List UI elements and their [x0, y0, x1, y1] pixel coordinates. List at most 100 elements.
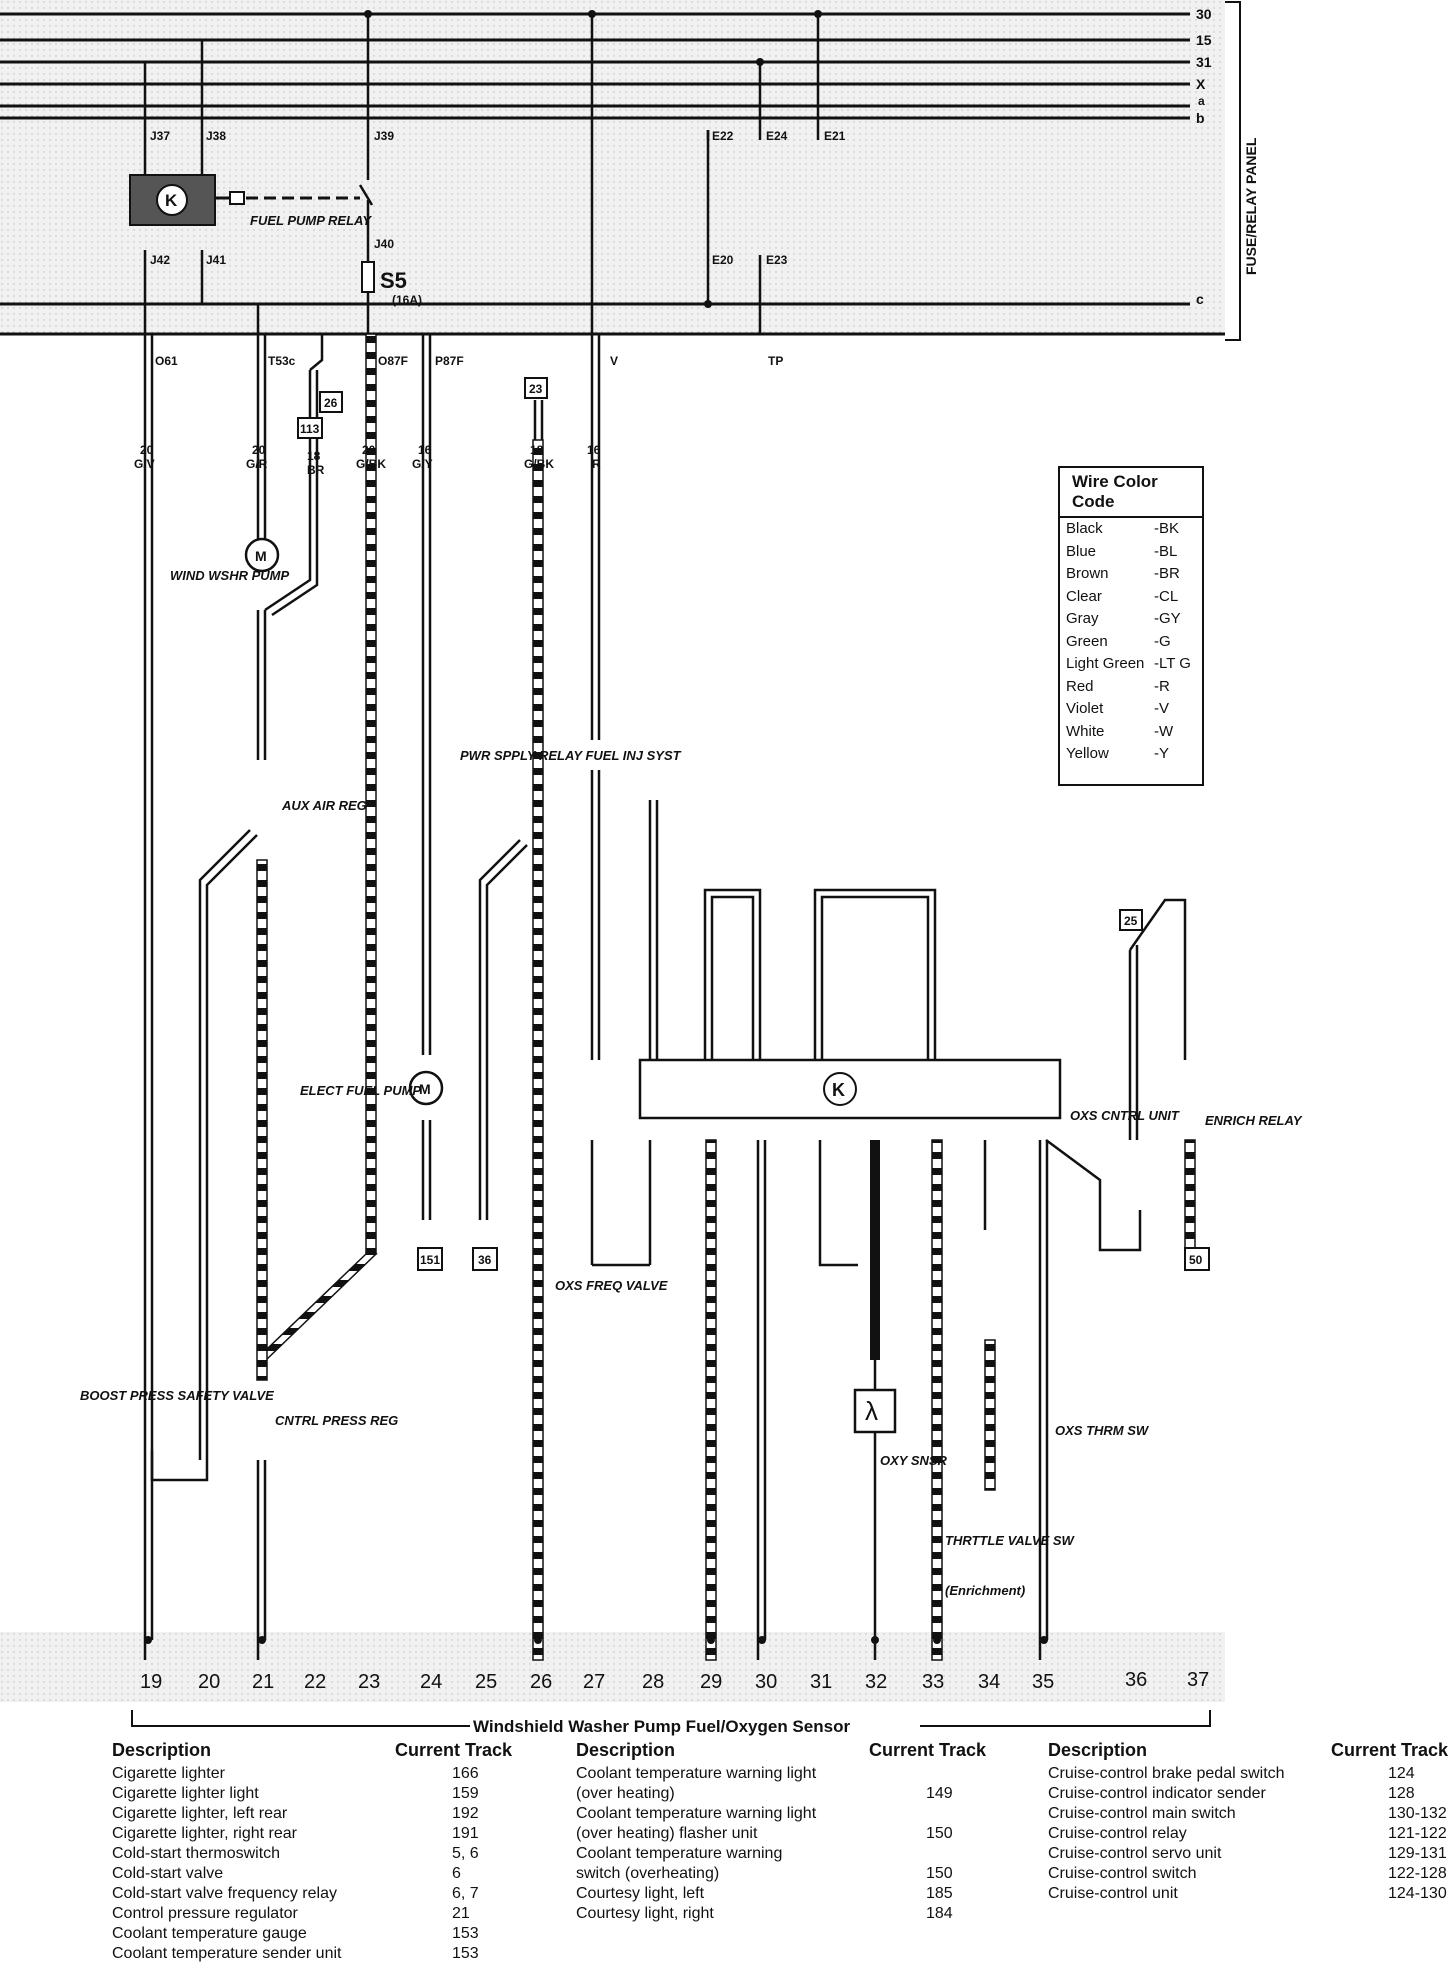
wire-g-bk-21 [256, 859, 268, 1381]
ref-36: 36 [478, 1253, 492, 1267]
wire-enrich-86 [1184, 1139, 1196, 1251]
label-j38: J38 [206, 129, 226, 143]
wind-wshr-pump-label: WIND WSHR PUMP [170, 568, 289, 583]
svg-text:R: R [592, 457, 601, 471]
label-j39: J39 [374, 129, 394, 143]
connector-p87f: P87F [435, 354, 464, 368]
panel-bracket [1225, 1, 1241, 341]
svg-text:33: 33 [922, 1671, 944, 1693]
legend-row: Yellow-Y [1066, 745, 1169, 762]
svg-text:G/Y: G/Y [412, 457, 433, 471]
svg-text:30: 30 [755, 1671, 777, 1693]
fuse-relay-panel [0, 0, 1225, 334]
bus-label-a: a [1198, 94, 1205, 108]
desc-header: Description [576, 1740, 676, 1760]
track-numbers: 19 20 21 22 23 24 25 26 27 28 29 30 31 3… [140, 1669, 1209, 1693]
legend-row: Black-BK [1066, 520, 1180, 537]
legend-row: Light Green-LT G [1066, 655, 1191, 672]
enrich-relay-label: ENRICH RELAY [1205, 1113, 1303, 1128]
boost-press-label: BOOST PRESS SAFETY VALVE [80, 1388, 274, 1403]
svg-text:29: 29 [700, 1671, 722, 1693]
label-e24: E24 [766, 129, 788, 143]
desc-row: Coolant temperature warning light [576, 1805, 817, 1822]
label-j40: J40 [374, 237, 394, 251]
label-j37: J37 [150, 129, 170, 143]
ref-25: 25 [1124, 914, 1138, 928]
connector-tp: TP [768, 354, 783, 368]
svg-text:19: 19 [140, 1671, 162, 1693]
svg-text:37: 37 [1187, 1669, 1209, 1691]
oxy-snsr-label: OXY SNSR [880, 1453, 948, 1468]
label-j42: J42 [150, 253, 170, 267]
bus-label-c: c [1196, 291, 1204, 307]
bus-label-x: X [1196, 76, 1206, 92]
fuel-pump-relay-label: FUEL PUMP RELAY [250, 213, 372, 228]
svg-text:G/V: G/V [134, 457, 155, 471]
desc-row: Coolant temperature warning [576, 1845, 783, 1862]
svg-text:G/R: G/R [246, 457, 268, 471]
bus-lines [0, 12, 1225, 336]
label-e23: E23 [766, 253, 788, 267]
svg-text:18: 18 [530, 443, 544, 457]
relay-k-letter: K [165, 191, 178, 210]
elect-fuel-pump-motor [408, 1070, 444, 1106]
desc-row: Coolant temperature warning light [576, 1765, 817, 1782]
desc-table-1: Description Current Track Cigarette light… [112, 1740, 512, 1964]
wire-color-legend: Wire Color Code Black-BK Blue-BL Brown-B… [1058, 466, 1204, 786]
panel-label: FUSE/RELAY PANEL [1243, 137, 1259, 275]
wire-br-bk-29 [705, 1139, 717, 1661]
oxs-freq-valve-label: OXS FREQ VALVE [555, 1278, 668, 1293]
cntrl-press-reg-label: CNTRL PRESS REG [275, 1413, 398, 1428]
svg-text:22: 22 [304, 1671, 326, 1693]
svg-text:23: 23 [358, 1671, 380, 1693]
svg-text:26: 26 [530, 1671, 552, 1693]
svg-text:20: 20 [140, 443, 154, 457]
elect-fuel-pump-label: ELECT FUEL PUMP [300, 1083, 421, 1098]
svg-text:16: 16 [587, 443, 601, 457]
svg-text:27: 27 [583, 1671, 605, 1693]
ref-boxes [297, 377, 1210, 1271]
wire-br-bk-33 [931, 1139, 943, 1661]
bus-label-30: 30 [1196, 6, 1212, 22]
legend-row: Brown-BR [1066, 565, 1180, 582]
motor-m-2: M [419, 1081, 431, 1097]
ref-26: 26 [324, 396, 338, 410]
desc-row: switch (overheating)150 [576, 1865, 953, 1882]
legend-row: Green-G [1066, 632, 1171, 650]
legend-row: White-W [1066, 722, 1174, 740]
wire-bk-32 [870, 1140, 880, 1360]
legend-row: Clear-CL [1066, 587, 1179, 605]
svg-text:28: 28 [642, 1671, 664, 1693]
track-header: Current Track [394, 1740, 512, 1760]
ref-50: 50 [1189, 1253, 1203, 1267]
svg-text:20: 20 [362, 443, 376, 457]
connector-o87f: O87F [378, 354, 408, 368]
wire-br-bk-34 [984, 1339, 996, 1491]
svg-text:25: 25 [475, 1671, 497, 1693]
ref-113: 113 [300, 422, 320, 436]
bus-label-31: 31 [1196, 54, 1212, 70]
ref-151: 151 [420, 1253, 440, 1267]
ref-23: 23 [529, 382, 543, 396]
bus-label-15: 15 [1196, 32, 1212, 48]
panel-wires [143, 14, 820, 334]
thrttle-valve-label: THRTTLE VALVE SW [945, 1533, 1076, 1548]
svg-text:G/BK: G/BK [356, 457, 386, 471]
fuse-s5 [361, 261, 375, 293]
desc-header: Description [112, 1740, 212, 1760]
label-j41: J41 [206, 253, 226, 267]
